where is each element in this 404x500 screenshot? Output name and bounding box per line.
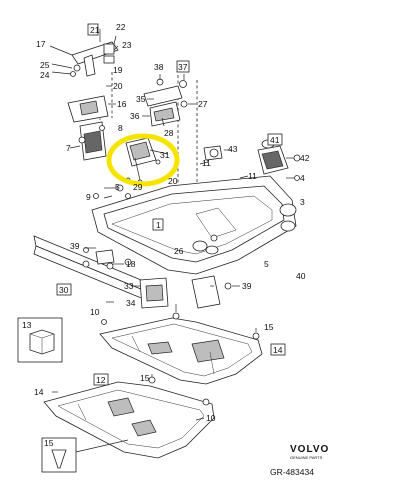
highlight-ring bbox=[106, 133, 180, 187]
callout-27: 27 bbox=[198, 99, 208, 109]
callout-15b: 15 bbox=[140, 373, 150, 383]
callout-28: 28 bbox=[164, 128, 174, 138]
callout-26: 26 bbox=[174, 246, 184, 256]
callout-37: 37 bbox=[178, 62, 188, 72]
callout-12: 12 bbox=[96, 375, 106, 385]
callout-3: 3 bbox=[300, 197, 305, 207]
callout-11b: 11 bbox=[248, 171, 257, 181]
callout-36: 36 bbox=[130, 111, 140, 121]
reference-code: GR-483434 bbox=[270, 467, 314, 477]
callout-14b: 14 bbox=[34, 387, 44, 397]
callout-20b: 20 bbox=[168, 176, 178, 186]
callout-17: 17 bbox=[36, 39, 46, 49]
callout-4: 4 bbox=[300, 173, 305, 183]
clip-detail-box bbox=[17, 317, 63, 363]
callout-13-label: 13 bbox=[22, 320, 32, 330]
callout-19: 19 bbox=[113, 65, 123, 75]
highlighted-bracket-group bbox=[106, 133, 180, 187]
callout-43: 43 bbox=[228, 144, 238, 154]
front-subframe bbox=[91, 175, 297, 275]
callout-1: 1 bbox=[156, 220, 161, 230]
callout-30: 30 bbox=[59, 285, 69, 295]
callout-15: 15 bbox=[264, 322, 274, 332]
callout-23: 23 bbox=[122, 40, 132, 50]
torque-rod-bracket bbox=[142, 74, 196, 127]
callout-10: 10 bbox=[90, 307, 100, 317]
callout-34: 34 bbox=[126, 298, 136, 308]
callout-29: 29 bbox=[133, 182, 143, 192]
brand-name: VOLVO bbox=[290, 444, 329, 455]
callout-39b: 39 bbox=[242, 281, 252, 291]
callout-7: 7 bbox=[66, 143, 71, 153]
brand-tagline: GENUINE PARTS bbox=[290, 455, 323, 460]
callout-5b: 5 bbox=[264, 259, 269, 269]
fastener-detail-box bbox=[41, 437, 129, 473]
callout-38: 38 bbox=[154, 62, 164, 72]
engine-mount-assembly bbox=[67, 95, 116, 161]
callout-20: 20 bbox=[113, 81, 123, 91]
callout-24: 24 bbox=[40, 70, 50, 80]
callout-39a: 39 bbox=[70, 241, 80, 251]
callout-42: 42 bbox=[300, 153, 310, 163]
callout-25: 25 bbox=[40, 60, 50, 70]
callout-21: 21 bbox=[90, 25, 100, 35]
callout-14: 14 bbox=[273, 345, 283, 355]
callout-15-detail: 15 bbox=[44, 438, 54, 448]
front-crossmember bbox=[33, 235, 149, 301]
callout-10b: 10 bbox=[206, 413, 216, 423]
callout-16: 16 bbox=[117, 99, 127, 109]
callout-9: 9 bbox=[86, 192, 91, 202]
upper-mount-bracket bbox=[49, 29, 119, 87]
callout-22: 22 bbox=[116, 22, 126, 32]
callout-18: 18 bbox=[126, 259, 136, 269]
lower-splash-shield bbox=[43, 374, 215, 459]
callout-labels: 21 22 23 17 25 24 19 20 16 8 7 38 37 35 … bbox=[22, 22, 310, 448]
callout-35: 35 bbox=[136, 94, 146, 104]
callout-40: 40 bbox=[296, 271, 306, 281]
callout-11a: 11 bbox=[202, 158, 211, 168]
upper-splash-shield bbox=[99, 304, 263, 385]
callout-8: 8 bbox=[118, 123, 123, 133]
callout-31: 31 bbox=[160, 150, 170, 160]
volvo-logo: VOLVO GENUINE PARTS bbox=[290, 444, 329, 460]
lower-bracket bbox=[101, 275, 240, 325]
callout-41: 41 bbox=[270, 135, 280, 145]
callout-33: 33 bbox=[124, 281, 134, 291]
callout-5a: 5 bbox=[115, 182, 120, 192]
